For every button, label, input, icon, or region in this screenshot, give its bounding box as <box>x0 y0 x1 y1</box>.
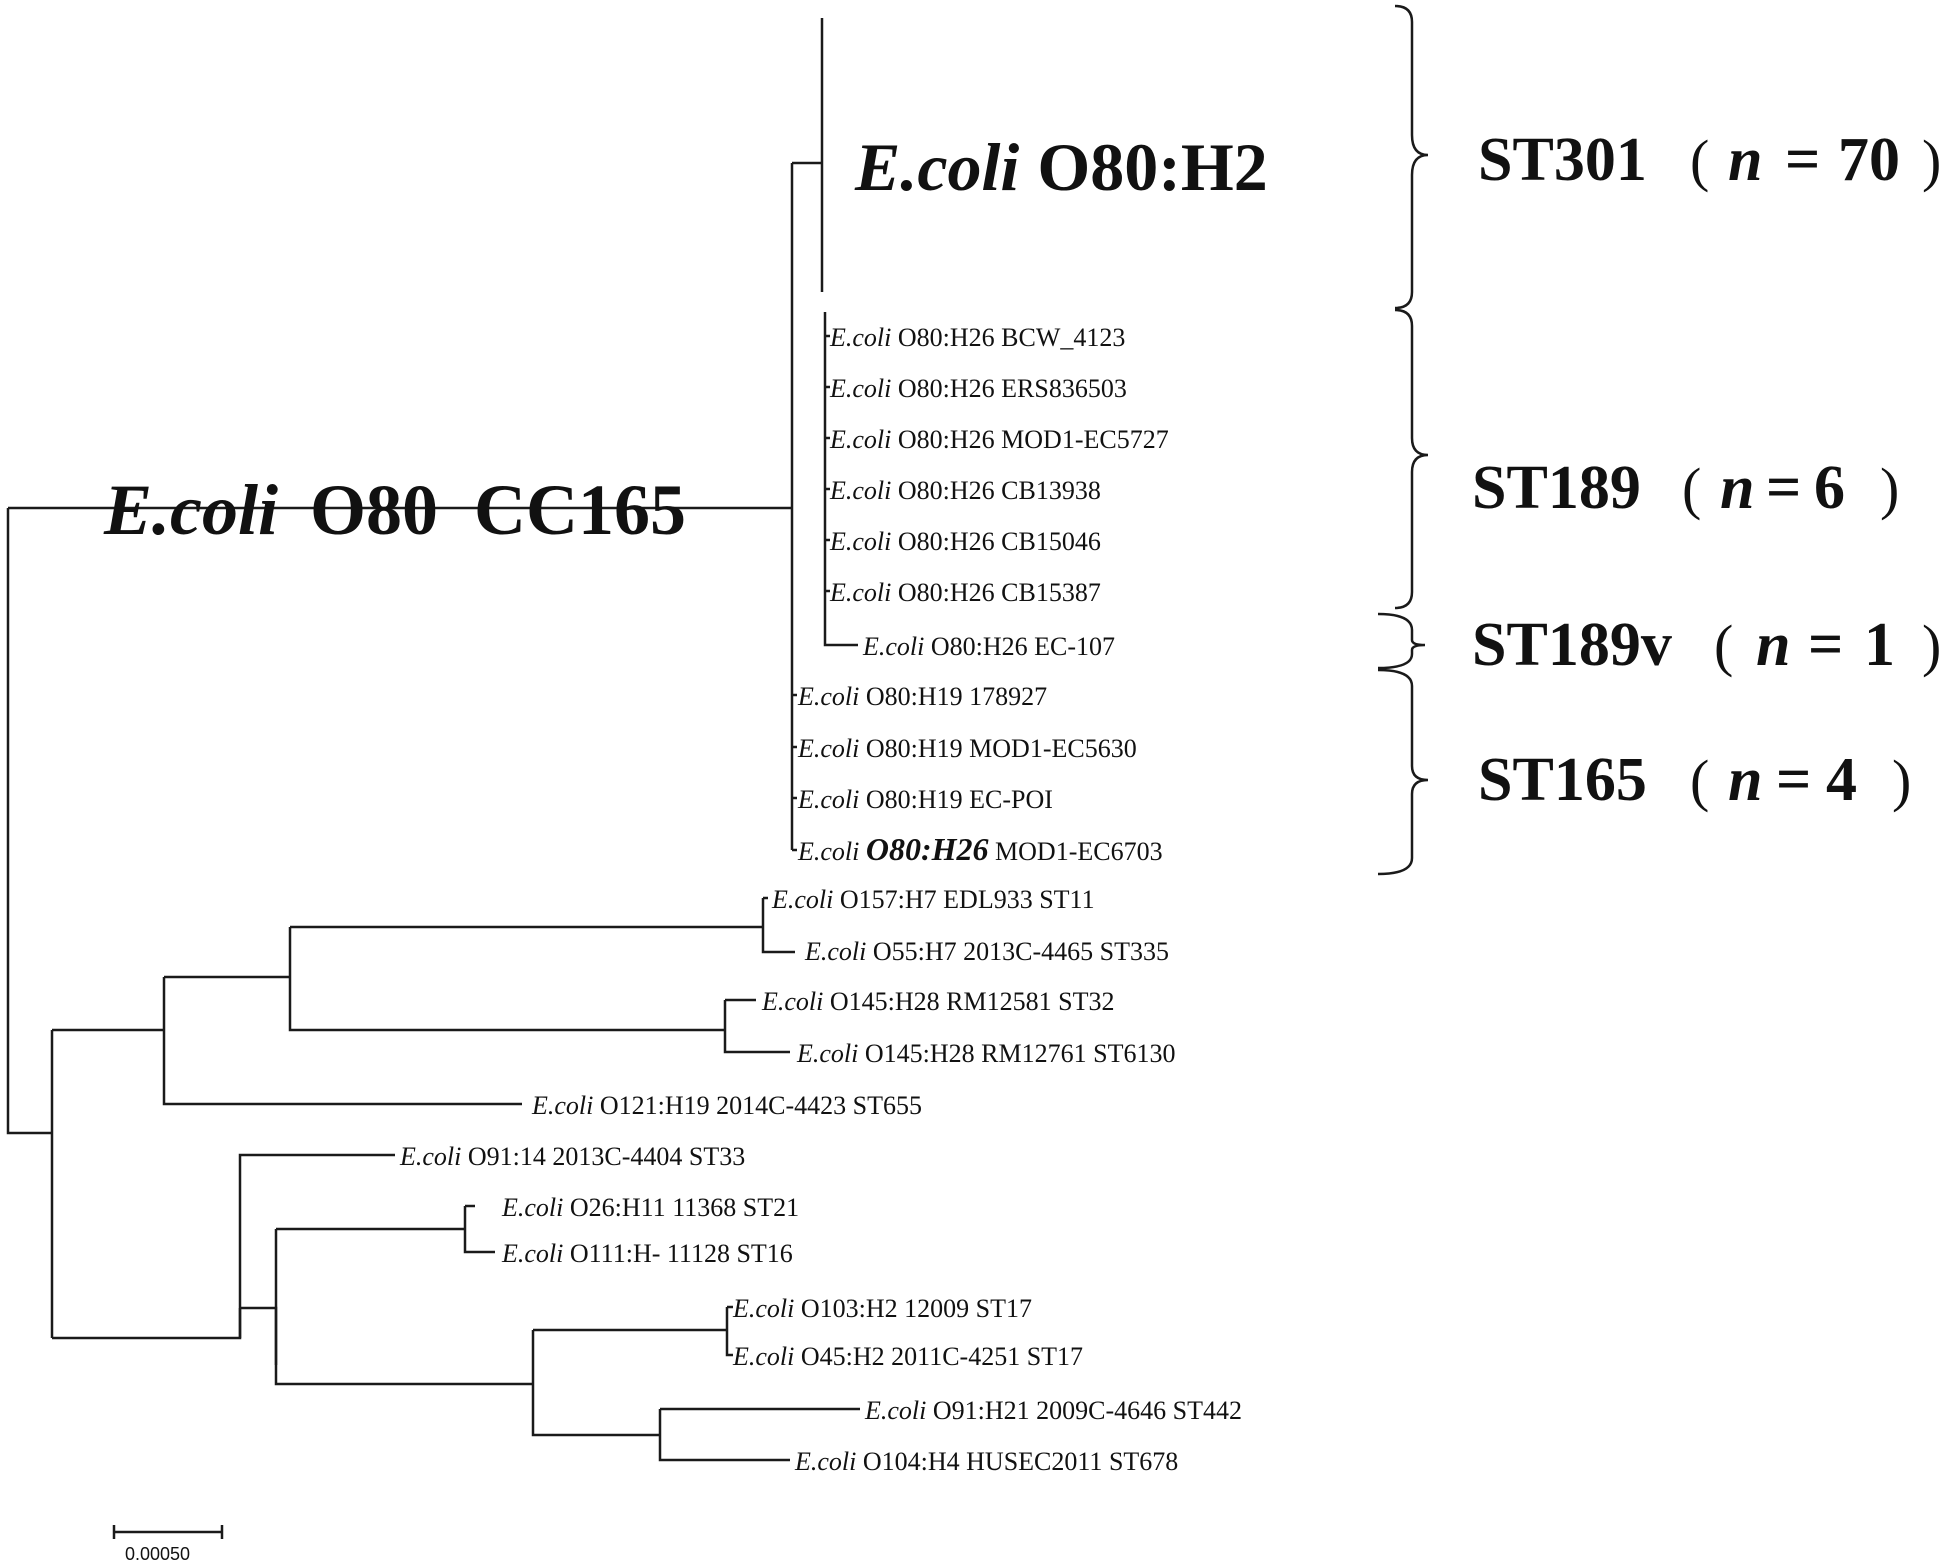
scale-bar-label: 0.00050 <box>125 1544 190 1564</box>
o157-o55-node <box>761 898 795 954</box>
brace-st165 <box>1377 668 1429 876</box>
leaf-label: E.coli O80:H26 EC-107 <box>862 632 1115 661</box>
leaf-label: E.coli O91:H21 2009C-4646 ST442 <box>864 1396 1242 1425</box>
group-label-st189: ST189 ( n = 6 ) <box>1472 454 1899 522</box>
group-label-st165: ST165 ( n = 4 ) <box>1478 746 1911 814</box>
st189-node <box>823 312 858 647</box>
leaf-label: E.coli O80:H26 CB15046 <box>829 527 1101 556</box>
leaf-label: E.coli O80:H26 ERS836503 <box>829 374 1127 403</box>
group-labels: ST301 ( n = 70 ) ST189 ( n = 6 ) ST189v … <box>1472 126 1941 814</box>
leaf-label: E.coli O80:H19 EC-POI <box>797 785 1053 814</box>
tree-branches <box>6 18 860 1462</box>
leaf-label: E.coli O104:H4 HUSEC2011 ST678 <box>794 1447 1178 1476</box>
leaf-label: E.coli O111:H- 11128 ST16 <box>501 1239 793 1268</box>
lower-sub-node <box>240 1306 278 1365</box>
leaf-label: E.coli O80:H26 CB15387 <box>829 578 1101 607</box>
leaf-label: E.coli O103:H2 12009 ST17 <box>732 1294 1032 1323</box>
group-label-st301: ST301 ( n = 70 ) <box>1478 126 1941 194</box>
scale-bar-line <box>112 1525 224 1539</box>
leaf-label: E.coli O80:H19 178927 <box>797 682 1047 711</box>
lower-node <box>52 1153 395 1340</box>
brace-st189 <box>1394 308 1429 610</box>
upper-node <box>162 977 522 1106</box>
leaf-label: E.coli O80:H26 BCW_4123 <box>829 323 1125 352</box>
brace-st301 <box>1394 4 1429 310</box>
group-label-st189v: ST189v ( n = 1 ) <box>1472 611 1941 679</box>
brace-st189v <box>1377 612 1426 670</box>
root-branch <box>6 508 52 1135</box>
o91-o104-node <box>658 1409 790 1462</box>
leaf-label: E.coli O80:H26 MOD1-EC5727 <box>829 425 1169 454</box>
leaf-label: E.coli O121:H19 2014C-4423 ST655 <box>531 1091 922 1120</box>
leaf-labels: E.coli O80:H26 BCW_4123 E.coli O80:H26 E… <box>399 323 1242 1476</box>
leaf-label: E.coli O80:H26 CB13938 <box>829 476 1101 505</box>
leaf-label: E.coli O91:14 2013C-4404 ST33 <box>399 1142 745 1171</box>
leaf-label: E.coli O157:H7 EDL933 ST11 <box>771 885 1095 914</box>
o145-node <box>723 1000 790 1054</box>
o103-o45-node <box>725 1307 733 1357</box>
lower-deep-stem <box>274 1229 533 1386</box>
leaf-label: E.coli O145:H28 RM12581 ST32 <box>761 987 1114 1016</box>
leaf-label: E.coli O45:H2 2011C-4251 ST17 <box>732 1342 1083 1371</box>
leaf-label: E.coli O55:H7 2013C-4465 ST335 <box>804 937 1169 966</box>
leaf-label: E.coli O26:H11 11368 ST21 <box>501 1193 799 1222</box>
upper-sub-node <box>288 927 725 1032</box>
leaf-label: E.coli O80:H26 MOD1-EC6703 <box>797 831 1163 867</box>
lower-deep-node <box>531 1330 660 1437</box>
o26-o111-node <box>463 1206 495 1254</box>
leaf-label: E.coli O145:H28 RM12761 ST6130 <box>796 1039 1175 1068</box>
leaf-label: E.coli O80:H19 MOD1-EC5630 <box>797 734 1137 763</box>
group-braces <box>1377 4 1429 876</box>
scale-bar: 0.00050 <box>112 1525 224 1564</box>
